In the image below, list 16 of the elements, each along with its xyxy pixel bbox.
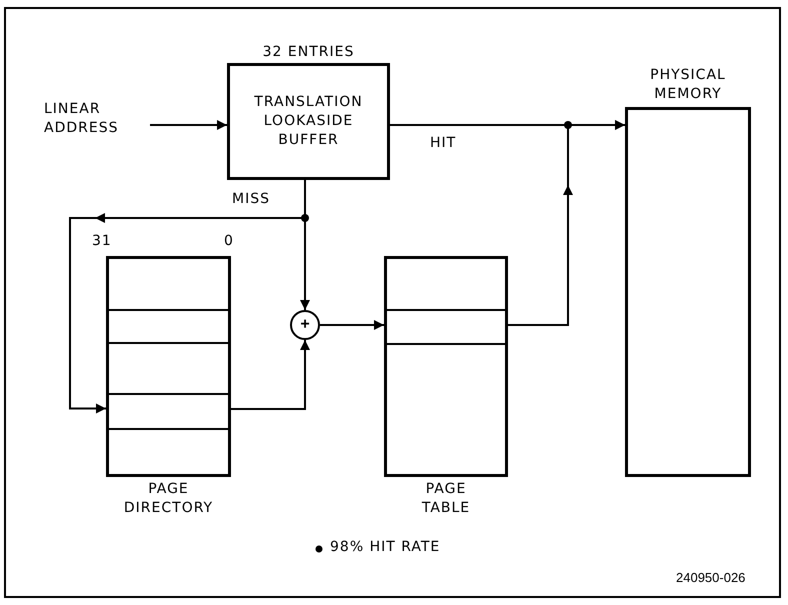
bit-number: 31 [92,232,112,251]
arrow [231,340,310,410]
edge-label: HIT [430,134,456,153]
box-caption: PAGE DIRECTORY [124,480,214,518]
entries-note: 32 ENTRIES [262,43,354,62]
bit-number: 0 [224,232,234,251]
figure-number: 240950-026 [676,569,746,587]
arrow [150,120,227,130]
arrow [320,320,384,330]
note-text: 98% HIT RATE [330,538,440,557]
input-label: LINEAR ADDRESS [44,100,150,142]
edge-label: MISS [232,190,270,209]
arrow [508,120,625,326]
box-caption: PAGE TABLE [422,480,470,518]
box-title: TRANSLATION LOOKASIDE BUFFER [253,93,364,150]
box-caption: PHYSICAL MEMORY [650,66,726,104]
